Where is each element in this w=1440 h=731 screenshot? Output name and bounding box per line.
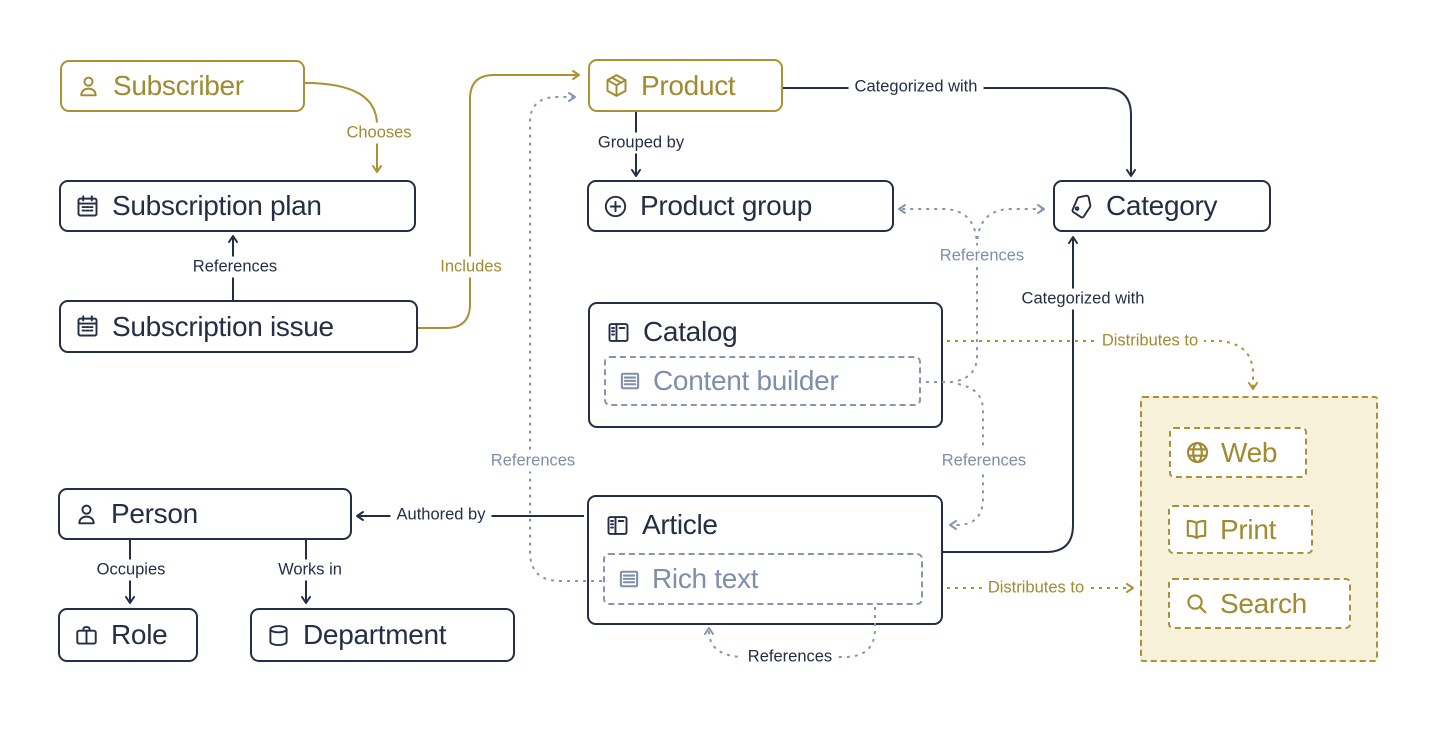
edge-label-authored-by: Authored by <box>390 504 492 526</box>
edge-label-references-builder-article: References <box>935 450 1033 472</box>
edge-includes <box>418 70 580 329</box>
calendar-icon <box>74 313 101 340</box>
edge-label-occupies: Occupies <box>90 559 172 581</box>
text-lines-icon <box>617 368 643 394</box>
node-label: Subscription issue <box>112 310 334 342</box>
node-label: Product <box>641 69 736 101</box>
edge-label-references-builder-stem: References <box>933 245 1031 267</box>
node-product[interactable]: Product <box>588 59 783 112</box>
channel-label: Print <box>1220 513 1277 545</box>
person-icon <box>73 501 100 528</box>
edge-label-references-richtext-product: References <box>484 450 582 472</box>
node-label: Product group <box>640 190 812 221</box>
edge-categorized-with-product <box>783 87 1136 177</box>
edge-label-distributes-to-search: Distributes to <box>981 577 1091 599</box>
node-role[interactable]: Role <box>58 608 198 662</box>
node-department[interactable]: Department <box>250 608 515 662</box>
channel-print[interactable]: Print <box>1168 505 1313 554</box>
node-label: Role <box>111 619 168 650</box>
node-label: Department <box>303 619 447 650</box>
channel-label: Web <box>1221 436 1278 468</box>
node-subscriber[interactable]: Subscriber <box>60 60 305 112</box>
node-label: Category <box>1106 190 1218 221</box>
edge-label-categorized-with-article: Categorized with <box>1015 288 1151 310</box>
node-title-row: Product <box>603 69 736 102</box>
channel-label: Search <box>1220 587 1307 619</box>
channel-web[interactable]: Web <box>1169 427 1307 478</box>
node-product-group[interactable]: Product group <box>587 180 894 232</box>
search-icon <box>1183 590 1210 617</box>
briefcase-icon <box>73 622 100 649</box>
node-person[interactable]: Person <box>58 488 352 540</box>
layout-icon <box>605 319 632 346</box>
package-icon <box>603 72 630 99</box>
node-title-row: Subscription plan <box>74 190 322 222</box>
node-category[interactable]: Category <box>1053 180 1271 232</box>
edge-label-categorized-with-product: Categorized with <box>848 76 984 98</box>
node-title-row: Product group <box>602 190 812 222</box>
node-label: Rich text <box>652 563 759 594</box>
node-title-row: Category <box>1068 190 1218 222</box>
edge-references-builder-category <box>976 204 1045 248</box>
node-label: Catalog <box>643 316 738 347</box>
node-subscription-plan[interactable]: Subscription plan <box>59 180 416 232</box>
node-title-row: Subscriber <box>75 70 244 102</box>
edge-label-grouped-by: Grouped by <box>591 132 691 154</box>
layout-icon <box>604 512 631 539</box>
text-lines-icon <box>616 566 642 592</box>
node-label: Article <box>642 509 718 540</box>
edge-label-includes: Includes <box>434 256 508 278</box>
node-label: Content builder <box>653 365 839 396</box>
node-rich-text[interactable]: Rich text <box>603 553 923 605</box>
node-title-row: Subscription issue <box>74 311 334 343</box>
calendar-icon <box>74 193 101 220</box>
node-label: Subscriber <box>113 70 244 101</box>
database-icon <box>265 622 292 649</box>
node-content-builder[interactable]: Content builder <box>604 356 921 406</box>
node-title-row: Article <box>604 509 926 541</box>
globe-icon <box>1184 439 1211 466</box>
edge-label-works-in: Works in <box>272 559 348 581</box>
node-title-row: Catalog <box>605 316 926 348</box>
edge-label-references-self: References <box>741 646 839 668</box>
node-title-row: Role <box>73 619 168 651</box>
edge-label-chooses: Chooses <box>340 122 418 144</box>
edge-label-distributes-to-web: Distributes to <box>1095 330 1205 352</box>
node-title-row: Department <box>265 619 447 651</box>
channel-search[interactable]: Search <box>1168 578 1351 629</box>
book-icon <box>1183 516 1210 543</box>
node-label: Subscription plan <box>112 190 322 221</box>
person-icon <box>75 73 102 100</box>
tag-icon <box>1068 193 1095 220</box>
circle-plus-icon <box>602 193 629 220</box>
edge-categorized-with-article <box>943 236 1078 553</box>
edge-label-references-subscription: References <box>186 256 284 278</box>
node-subscription-issue[interactable]: Subscription issue <box>59 300 418 353</box>
edge-references-builder-productgroup <box>898 204 978 248</box>
node-label: Person <box>111 498 198 529</box>
node-title-row: Person <box>73 498 198 530</box>
